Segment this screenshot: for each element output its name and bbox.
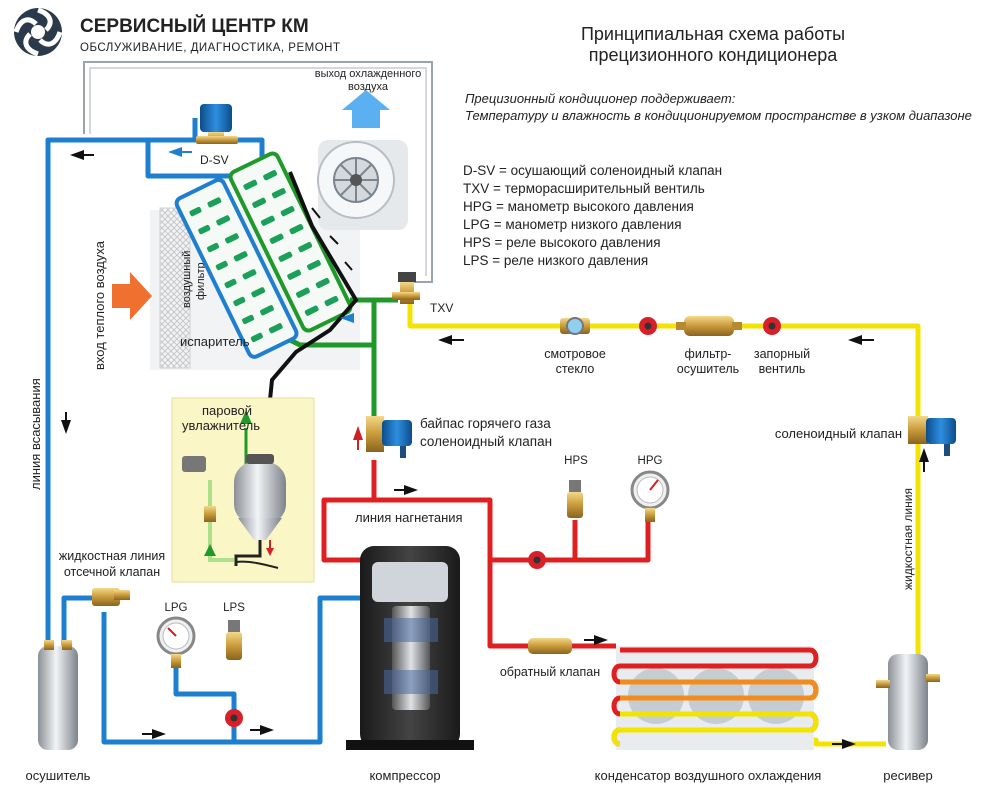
warm-air-arrow-icon <box>112 272 152 320</box>
legend-item: TXV = терморасширительный вентиль <box>463 181 705 196</box>
receiver-tank <box>876 654 940 750</box>
intro-line2: Температуру и влажность в кондиционируем… <box>465 108 972 123</box>
txv-valve <box>392 272 420 304</box>
warm-air-in-label: вход теплого воздуха <box>92 240 107 370</box>
compressor-label: компрессор <box>369 768 440 783</box>
lpg-gauge <box>156 616 196 668</box>
evaporator-coil <box>174 151 359 441</box>
legend-item: LPS = реле низкого давления <box>463 253 648 268</box>
intro-line1: Прецизионный кондиционер поддерживает: <box>465 91 736 106</box>
filter-dryer-label-2: осушитель <box>677 362 739 376</box>
legend-item: HPG = манометр высокого давления <box>463 199 694 214</box>
txv-label: TXV <box>430 301 453 315</box>
flow-arrows <box>61 150 929 749</box>
legend-item: HPS = реле высокого давления <box>463 235 661 250</box>
sight-glass <box>560 317 590 335</box>
steam-humidifier <box>171 397 315 583</box>
air-filter-label: воздушный <box>181 251 193 308</box>
liquid-line-shutoff-valve <box>92 588 130 606</box>
receiver-label: ресивер <box>883 768 932 783</box>
logo-title: СЕРВИСНЫЙ ЦЕНТР КМ <box>80 15 309 37</box>
lps-label: LPS <box>223 602 245 614</box>
suction-line-label: линия всасывания <box>28 378 43 490</box>
diagram-title-line1: Принципиальная схема работы <box>581 24 845 44</box>
hps-label: HPS <box>564 455 588 467</box>
brand-logo: СЕРВИСНЫЙ ЦЕНТР КМ ОБСЛУЖИВАНИЕ, ДИАГНОС… <box>13 7 340 57</box>
legend: D-SV = осушающий соленоидный клапан TXV … <box>463 163 722 268</box>
lps-switch <box>226 620 242 660</box>
liquid-shutoff-label: жидкостная линия <box>59 549 165 563</box>
filter-dryer <box>676 316 742 336</box>
shutoff-valve-icon <box>763 317 781 335</box>
solenoid-valve-label: соленоидный клапан <box>775 426 902 441</box>
shutoff-valve-label-2: вентиль <box>759 362 806 376</box>
blue-flow-arrow-icon <box>168 147 354 323</box>
liquid-shutoff-label-2: отсечной клапан <box>64 565 160 579</box>
hot-gas-bypass-solenoid <box>366 416 412 458</box>
lpg-label: LPG <box>164 602 187 614</box>
sight-glass-label-2: стекло <box>556 362 595 376</box>
scroll-compressor <box>346 546 474 750</box>
evaporator-label: испаритель <box>180 334 250 349</box>
dsv-solenoid-valve <box>196 104 238 144</box>
manual-valve-icon <box>639 317 657 335</box>
air-filter <box>159 207 191 369</box>
filter-dryer-label: фильтр- <box>685 347 732 361</box>
suction-dryer-tank <box>38 640 78 750</box>
legend-item: D-SV = осушающий соленоидный клапан <box>463 163 722 178</box>
suction-service-valve-icon <box>225 709 243 727</box>
dryer-label: осушитель <box>26 768 91 783</box>
red-flow-arrow-icon <box>353 426 363 450</box>
hpg-label: HPG <box>638 455 663 467</box>
cold-air-out-label: выход охлажденного <box>315 68 422 80</box>
humidifier-label-2: увлажнитель <box>182 418 260 433</box>
discharge-service-valve-icon <box>528 551 546 569</box>
hot-gas-label: байпас горячего газа <box>420 416 551 431</box>
check-valve-label: обратный клапан <box>500 665 600 679</box>
logo-subtitle: ОБСЛУЖИВАНИЕ, ДИАГНОСТИКА, РЕМОНТ <box>80 42 340 54</box>
liquid-solenoid-valve <box>908 416 956 456</box>
blower-fan <box>317 140 408 230</box>
diagram-title-line2: прецизионного кондиционера <box>589 45 838 65</box>
air-cooled-condenser <box>611 646 819 750</box>
air-filter-label-2: фильтр <box>195 262 207 300</box>
legend-item: LPG = манометр низкого давления <box>463 217 682 232</box>
check-valve <box>528 638 572 654</box>
sight-glass-label: смотровое <box>544 347 606 361</box>
cold-air-out-label-2: воздуха <box>348 81 389 93</box>
shutoff-valve-label: запорный <box>754 347 810 361</box>
cold-air-arrow-icon <box>342 90 390 128</box>
hot-gas-label-2: соленоидный клапан <box>420 434 552 449</box>
humidifier-label: паровой <box>202 403 252 418</box>
condenser-label: конденсатор воздушного охлаждения <box>595 768 822 783</box>
discharge-line-label: линия нагнетания <box>355 510 463 525</box>
dsv-label: D-SV <box>200 153 229 167</box>
hpg-gauge <box>630 470 670 522</box>
hps-switch <box>567 480 583 518</box>
liquid-line-label: жидкостная линия <box>901 488 915 590</box>
